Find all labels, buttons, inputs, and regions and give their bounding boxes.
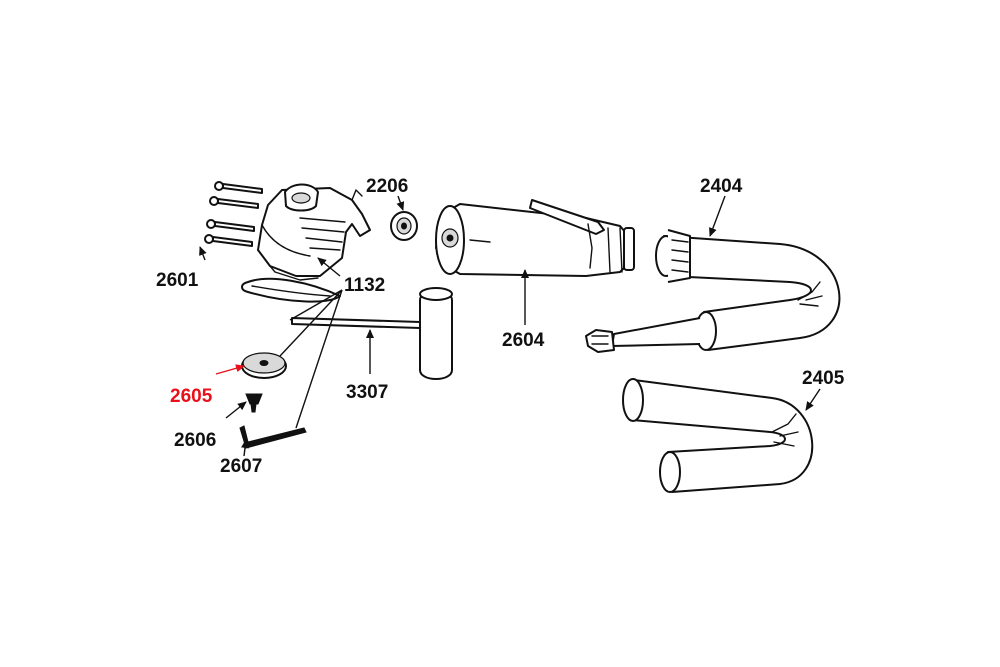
label-2604: 2604 — [502, 330, 545, 351]
label-2404: 2404 — [700, 176, 743, 197]
screw — [206, 219, 255, 232]
hex-key-2607[interactable] — [239, 425, 307, 449]
leader-lines — [199, 195, 821, 457]
screw — [209, 196, 259, 209]
silencer-hose-2405[interactable] — [622, 378, 814, 493]
label-2606: 2606 — [174, 430, 216, 451]
motor-housing-2604[interactable] — [435, 199, 635, 277]
label-1132: 1132 — [344, 275, 385, 296]
bearing-2206[interactable] — [390, 211, 418, 241]
spanner-wrench-3307[interactable] — [241, 277, 453, 380]
label-2607: 2607 — [220, 456, 262, 477]
screw — [204, 234, 253, 247]
label-2601: 2601 — [156, 270, 199, 291]
label-2405: 2405 — [802, 368, 845, 389]
label-3307: 3307 — [346, 382, 388, 403]
cap-screw-2606[interactable] — [245, 393, 263, 413]
angle-head-housing[interactable] — [257, 183, 371, 281]
washer-2605[interactable] — [241, 352, 287, 379]
screw-set-2601[interactable] — [204, 181, 263, 247]
screw — [214, 181, 263, 194]
exhaust-hose-2404[interactable] — [585, 229, 841, 353]
part-labels: 2601 1132 2206 2604 2404 2405 2605 2606 … — [156, 176, 845, 477]
label-2605: 2605 — [170, 386, 213, 407]
label-2206: 2206 — [366, 176, 408, 197]
